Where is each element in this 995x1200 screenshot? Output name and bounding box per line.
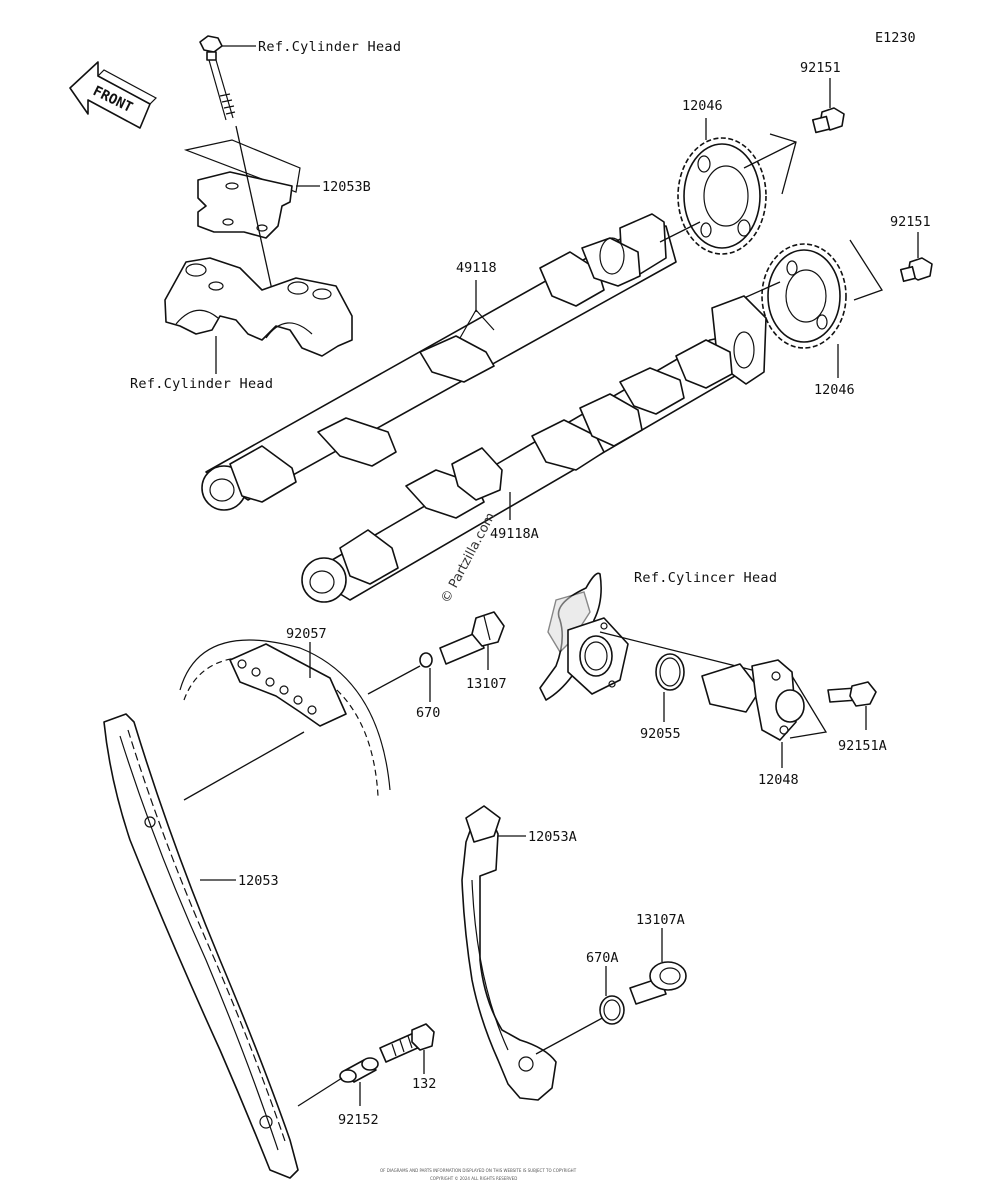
part-49118-label: 49118: [456, 260, 497, 276]
part-12053b-label: 12053B: [322, 179, 371, 195]
part-92152-label: 92152: [338, 1112, 379, 1128]
tensioner-bolt-92151a: 92151A: [827, 681, 887, 754]
cam-sprocket-upper: 12046: [677, 98, 767, 255]
ref-cylinder-head-left: Ref.Cylinder Head: [130, 376, 273, 392]
chain-guide-left: 12053: [103, 713, 299, 1179]
o-ring-670a: 670A: [586, 950, 625, 1025]
part-92151-lower-label: 92151: [890, 214, 931, 230]
part-92151a-label: 92151A: [838, 738, 887, 754]
part-132-label: 132: [412, 1076, 436, 1092]
footer-line-2: COPYRIGHT © 2024 ALL RIGHTS RESERVED: [430, 1176, 517, 1181]
part-12053-label: 12053: [238, 873, 279, 889]
part-12046-upper-label: 12046: [682, 98, 723, 114]
part-12053a-label: 12053A: [528, 829, 577, 845]
part-13107a-label: 13107A: [636, 912, 685, 928]
footer-line-1: OF DIAGRAMS AND PARTS INFORMATION DISPLA…: [380, 1168, 577, 1173]
cam-chain: 92057: [179, 626, 421, 801]
chain-tensioner: 12048: [701, 659, 828, 788]
diagram-id: E1230: [875, 30, 916, 46]
guide-bolt-13107: 13107: [439, 611, 507, 692]
part-49118a-label: 49118A: [490, 526, 539, 542]
camshaft-bracket: 12053B: [183, 139, 371, 239]
part-12046-lower-label: 12046: [814, 382, 855, 398]
ref-cylinder-head-right: Ref.Cylincer Head: [634, 570, 777, 586]
front-arrow-icon: FRONT: [69, 61, 157, 129]
collar-92152: 92152: [297, 1057, 379, 1128]
part-670-label: 670: [416, 705, 440, 721]
part-92151-upper-label: 92151: [800, 60, 841, 76]
o-ring-92055: 92055: [640, 653, 685, 742]
small-bolt-132: 132: [379, 1023, 436, 1092]
sprocket-bolt-upper: 92151: [743, 60, 845, 195]
cylinder-head-bolt: Ref.Cylinder Head: [199, 35, 401, 121]
o-ring-670: 670: [416, 652, 440, 721]
cylinder-head-section: [539, 572, 761, 701]
part-13107-label: 13107: [466, 676, 507, 692]
chain-guide-right: 12053A: [461, 805, 607, 1101]
camshaft-lower: 49118A: [301, 295, 767, 603]
camshaft-cap-assembly: Ref.Cylinder Head: [130, 257, 353, 392]
cam-sprocket-lower: 12046: [761, 243, 855, 398]
part-92057-label: 92057: [286, 626, 327, 642]
part-670a-label: 670A: [586, 950, 619, 966]
camshaft-upper: 49118: [201, 213, 701, 511]
part-92055-label: 92055: [640, 726, 681, 742]
part-12048-label: 12048: [758, 772, 799, 788]
sprocket-bolt-lower: 92151: [743, 214, 933, 301]
ref-cylinder-head-top: Ref.Cylinder Head: [258, 39, 401, 55]
guide-bolt-13107a: 13107A: [629, 912, 687, 1005]
